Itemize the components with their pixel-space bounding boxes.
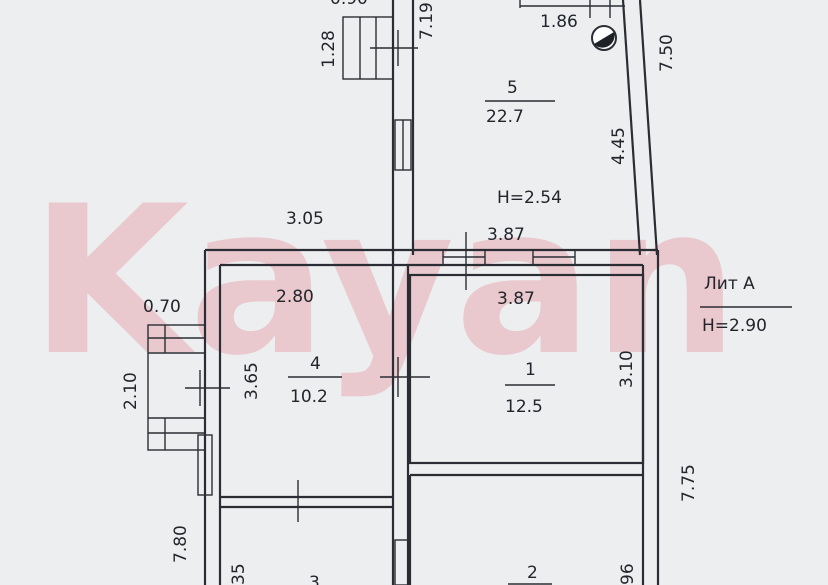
room-2-box	[394, 473, 643, 585]
plan-ceiling-height: H=2.90	[702, 316, 767, 336]
room-2-number: 2	[527, 563, 538, 583]
room-1-area: 12.5	[505, 397, 543, 417]
room-4-area: 10.2	[290, 387, 328, 407]
room-3-number: 3	[309, 573, 320, 585]
dim-top-719: 7.19	[417, 2, 437, 40]
top-steps	[342, 16, 418, 80]
left-porch-steps	[147, 324, 230, 451]
room-5-height: H=2.54	[497, 188, 562, 208]
dim-left-780: 7.80	[171, 525, 191, 563]
dim-porch-070: 0.70	[143, 297, 181, 317]
dim-top-fraction: 0.90	[330, 0, 368, 9]
room-1-box	[380, 273, 645, 465]
room-3-4-partition	[220, 480, 393, 522]
dim-height-365: 3.65	[242, 362, 262, 400]
dim-width-387-top: 3.87	[487, 225, 525, 245]
dim-width-280: 2.80	[276, 287, 314, 307]
top-wall-windows	[442, 232, 576, 290]
dim-room5-445: 4.45	[609, 127, 629, 165]
room-4-number: 4	[310, 354, 321, 374]
dim-top-186: 1.86	[540, 12, 578, 32]
dim-height-310: 3.10	[617, 350, 637, 388]
dim-width-387: 3.87	[497, 289, 535, 309]
dim-width-305: 3.05	[286, 209, 324, 229]
dim-top-128: 1.28	[319, 30, 339, 68]
dim-bottom-35: 35	[229, 563, 249, 585]
room-5-area: 22.7	[486, 107, 524, 127]
plan-title: Лит А	[704, 274, 755, 294]
room-1-number: 1	[525, 360, 536, 380]
dim-bottom-96: 96	[618, 563, 638, 585]
stove-symbol	[591, 25, 617, 51]
dim-right-775: 7.75	[679, 464, 699, 502]
room-5-number: 5	[507, 78, 518, 98]
dim-porch-210: 2.10	[121, 372, 141, 410]
dim-right-750: 7.50	[657, 34, 677, 72]
